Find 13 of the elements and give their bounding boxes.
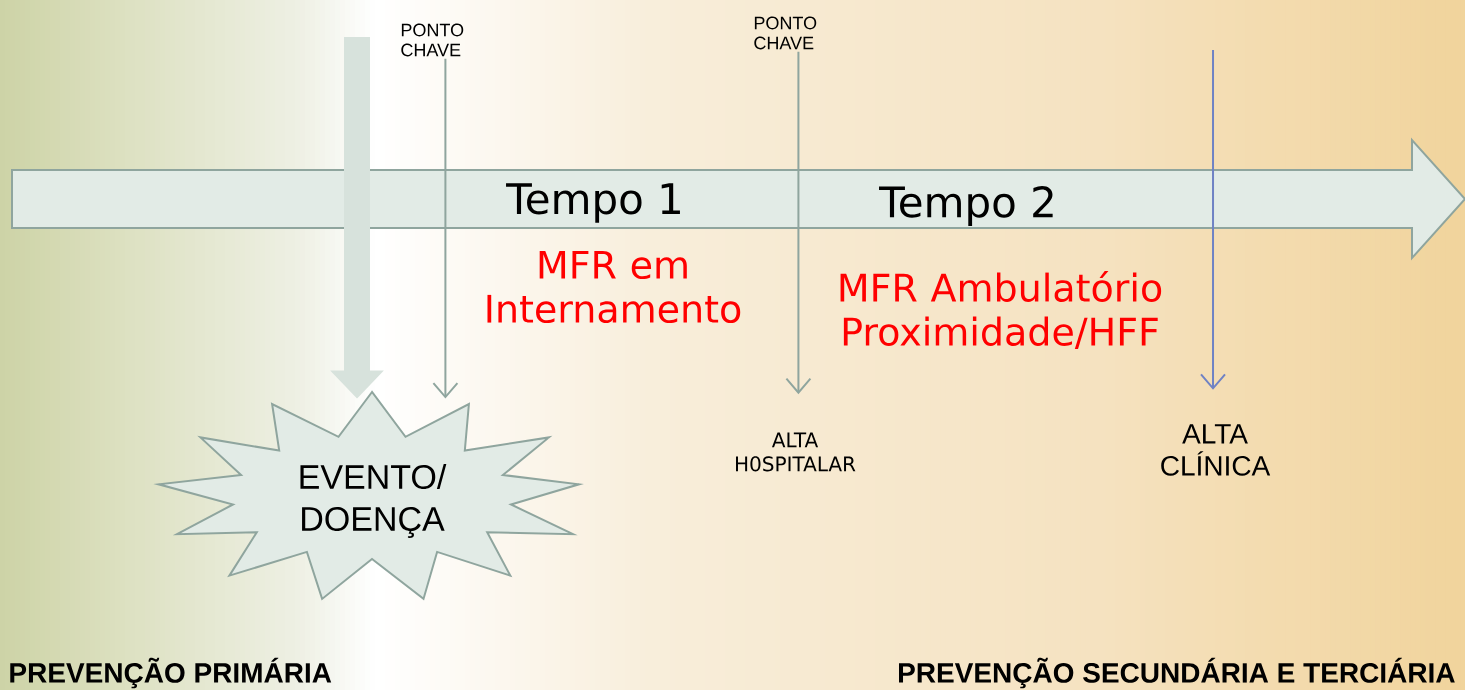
arrow: [1200, 49, 1226, 390]
arrow: [785, 50, 812, 395]
key-point-label: PONTO CHAVE: [754, 16, 817, 50]
phase-label: MFR em Internamento: [487, 250, 741, 324]
discharge-label: ALTA H0SPITALAR: [736, 432, 856, 472]
prevention-label: PREVENÇÃO SECUNDÁRIA E TERCIÁRIA: [899, 657, 1455, 689]
discharge-label: ALTA CLÍNICA: [1161, 424, 1271, 476]
phase-label: MFR Ambulatório Proximidade/HFF: [840, 271, 1162, 349]
arrow: [432, 57, 459, 399]
key-point-label: PONTO CHAVE: [401, 23, 464, 57]
prevention-label: PREVENÇÃO PRIMÁRIA: [10, 657, 332, 689]
phase-title: Tempo 2: [879, 186, 1053, 226]
phase-title: Tempo 1: [506, 183, 680, 223]
